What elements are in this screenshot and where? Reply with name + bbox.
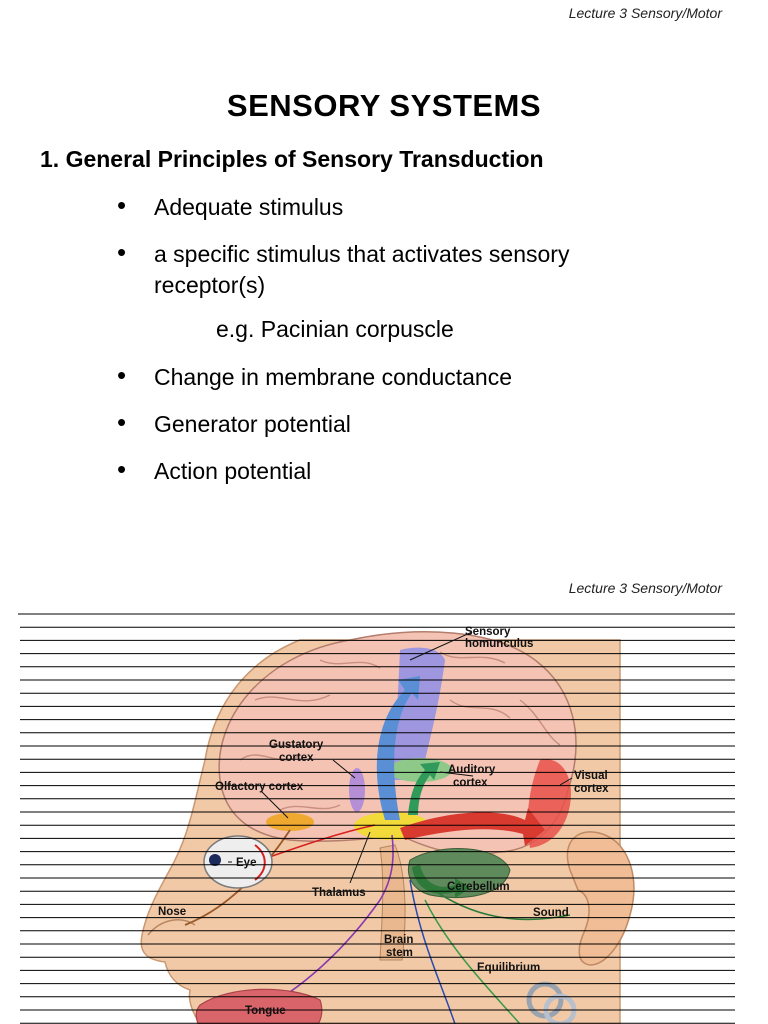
label-equilibrium: Equilibrium	[477, 962, 540, 974]
arrow-to-auditory	[408, 762, 440, 815]
figure-labels: Sensory homunculus Gustatory cortex Audi…	[158, 626, 609, 1017]
bullet-dot-icon: •	[117, 407, 127, 437]
lecture-header-top: Lecture 3 Sensory/Motor	[568, 5, 722, 21]
label-sensory-homunculus-line2: homunculus	[465, 638, 533, 650]
label-tongue: Tongue	[245, 1005, 286, 1017]
label-nose: Nose	[158, 906, 186, 918]
ruled-lines	[18, 613, 735, 1024]
arrow-to-visual	[400, 808, 545, 846]
label-brain-stem-line1: Brain	[384, 934, 413, 946]
bullet-dot-icon: •	[117, 237, 127, 267]
label-auditory-line1: Auditory	[448, 764, 496, 776]
bullet-dot-icon: •	[117, 454, 127, 484]
page-title: SENSORY SYSTEMS	[226, 88, 542, 123]
bullet-text: Action potential	[154, 458, 312, 484]
label-auditory-line2: cortex	[453, 777, 488, 789]
label-visual-line1: Visual	[574, 770, 608, 782]
label-cerebellum: Cerebellum	[447, 881, 510, 893]
lecture-header-bottom: Lecture 3 Sensory/Motor	[568, 580, 722, 596]
bullet-dot-icon: •	[117, 360, 127, 390]
eye-illustration	[203, 835, 273, 889]
arrow-to-cerebellum	[412, 865, 470, 898]
label-sound: Sound	[533, 907, 569, 919]
example-text: e.g. Pacinian corpuscle	[216, 316, 454, 342]
label-gustatory-line2: cortex	[279, 752, 314, 764]
tongue-illustration	[195, 988, 323, 1024]
bullet-text: Adequate stimulus	[154, 194, 344, 220]
bullet-text: Change in membrane conductance	[154, 364, 513, 390]
label-gustatory-line1: Gustatory	[269, 739, 324, 751]
leader-lines	[228, 631, 573, 884]
label-olfactory: Olfactory cortex	[215, 781, 304, 793]
label-eye: Eye	[236, 857, 256, 869]
sensory-pathways-figure: Sensory homunculus Gustatory cortex Audi…	[18, 613, 735, 1024]
label-sensory-homunculus-line1: Sensory	[465, 626, 511, 638]
section-heading: 1. General Principles of Sensory Transdu…	[40, 146, 544, 172]
bullet-text: a specific stimulus that activates senso…	[154, 241, 570, 298]
bullet-text: Generator potential	[154, 411, 351, 437]
vestibular-nerve	[424, 899, 521, 1024]
label-thalamus: Thalamus	[312, 887, 366, 899]
somatic-nerve	[409, 879, 456, 1024]
arrow-to-homunculus	[376, 676, 420, 820]
bullet-dot-icon: •	[117, 190, 127, 220]
label-visual-line2: cortex	[574, 783, 609, 795]
label-brain-stem-line2: stem	[386, 947, 413, 959]
